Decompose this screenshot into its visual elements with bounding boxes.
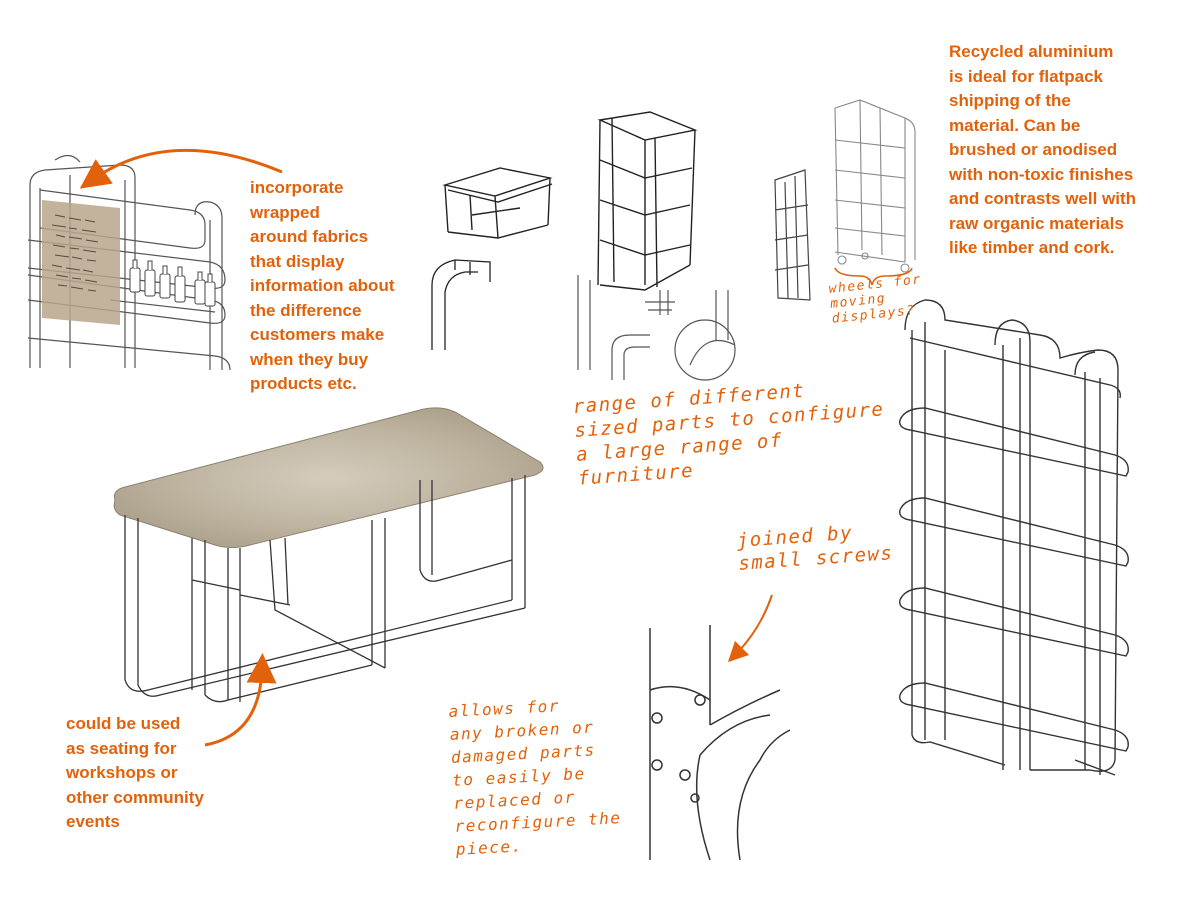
fabrics-note: incorporate wrapped around fabrics that … [250, 178, 395, 393]
small-table-sketch [442, 167, 553, 239]
broken-note: allows for any broken or damaged parts t… [448, 696, 622, 859]
wheeled-shelf-sketch [834, 99, 916, 273]
part-shapes-sketch [577, 275, 736, 381]
tall-shelf-sketch [899, 299, 1129, 776]
joint-sketch [431, 259, 491, 350]
bottles [129, 259, 216, 307]
wheels-brace [834, 267, 913, 286]
bench-sketch [113, 407, 544, 703]
fabrics-arrow [79, 148, 283, 189]
seating-arrow [204, 653, 277, 747]
seating-note: could be used as seating for workshops o… [66, 714, 204, 831]
screw-joint-sketch [649, 625, 791, 861]
screws-arrow [727, 594, 773, 663]
fabric-panel [42, 200, 120, 325]
aluminium-note: Recycled aluminium is ideal for flatpack… [949, 42, 1137, 257]
shelf-cube-sketch [597, 111, 698, 291]
side-panel-sketch [774, 169, 811, 301]
